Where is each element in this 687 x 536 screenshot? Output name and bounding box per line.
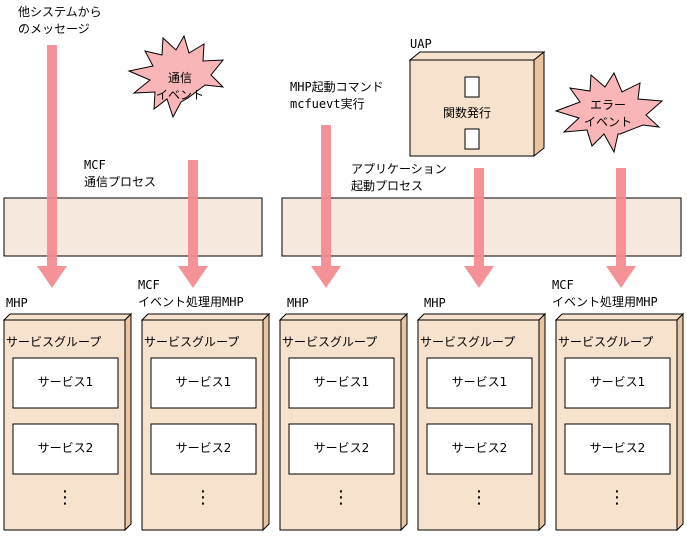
mhp-label-1: MHP xyxy=(6,296,28,310)
service-group-title: サービスグループ xyxy=(282,335,378,349)
uap-box xyxy=(408,50,546,158)
mhp-box-5 xyxy=(554,312,685,532)
mhp-box-1 xyxy=(2,312,133,532)
service-1: サービス1 xyxy=(37,375,94,389)
service-2: サービス2 xyxy=(175,441,232,455)
function-call-label: 関数発行 xyxy=(443,106,492,120)
arrow-comm-event xyxy=(178,160,208,288)
service-2: サービス2 xyxy=(589,441,646,455)
error-event-label: エラー イベント xyxy=(584,98,633,129)
external-message-label: 他システムから のメッセージ xyxy=(18,5,102,36)
service-group-title: サービスグループ xyxy=(6,335,102,349)
mhp-label-3: MHP xyxy=(287,296,309,310)
service-1: サービス1 xyxy=(451,375,508,389)
app-start-process-label: アプリケーション 起動プロセス xyxy=(351,162,447,193)
more-services-ellipsis: ⋮ xyxy=(470,487,488,508)
mhp-label-4: MHP xyxy=(424,296,446,310)
arrow-error-event xyxy=(606,168,636,288)
arrow-uap xyxy=(464,168,494,288)
mcf-event-mhp-label-2: MCF イベント処理用MHP xyxy=(138,278,244,309)
more-services-ellipsis: ⋮ xyxy=(608,487,626,508)
service-1: サービス1 xyxy=(313,375,370,389)
service-2: サービス2 xyxy=(37,441,94,455)
mhp-command-label: MHP起動コマンド mcfuevt実行 xyxy=(290,80,384,111)
comm-event-burst xyxy=(127,34,225,119)
service-1: サービス1 xyxy=(175,375,232,389)
mhp-box-4 xyxy=(416,312,547,532)
more-services-ellipsis: ⋮ xyxy=(332,487,350,508)
mhp-box-2 xyxy=(140,312,271,532)
service-1: サービス1 xyxy=(589,375,646,389)
service-group-title: サービスグループ xyxy=(558,335,654,349)
mcf-event-mhp-label-5: MCF イベント処理用MHP xyxy=(552,278,658,309)
more-services-ellipsis: ⋮ xyxy=(56,487,74,508)
comm-event-label: 通信 イベント xyxy=(156,71,205,102)
service-group-title: サービスグループ xyxy=(420,335,516,349)
more-services-ellipsis: ⋮ xyxy=(194,487,212,508)
arrow-mhp-command xyxy=(311,125,341,288)
service-2: サービス2 xyxy=(451,441,508,455)
mcf-comm-process-bar xyxy=(3,197,263,257)
arrow-external-message xyxy=(37,45,67,288)
error-event-burst xyxy=(554,71,664,154)
mhp-box-3 xyxy=(278,312,409,532)
uap-label: UAP xyxy=(410,37,432,51)
service-group-title: サービスグループ xyxy=(144,335,240,349)
mcf-comm-process-label: MCF 通信プロセス xyxy=(84,158,157,189)
service-2: サービス2 xyxy=(313,441,370,455)
